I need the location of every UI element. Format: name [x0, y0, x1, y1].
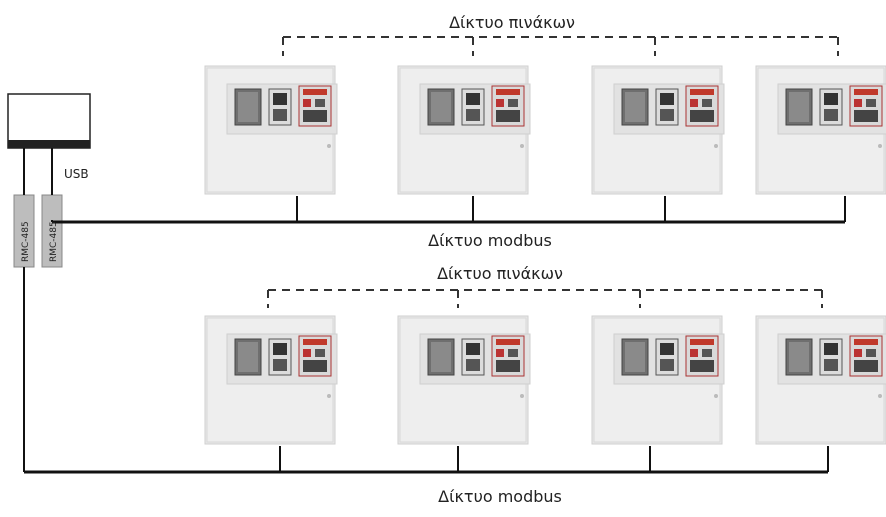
control-panel-top-3: [591, 65, 725, 195]
control-panel-top-4: [755, 65, 886, 195]
control-panel-top-2: [397, 65, 531, 195]
label-panel-network-top: Δίκτυο πινάκων: [449, 13, 575, 32]
panel-network-bottom-dashed: [267, 289, 823, 308]
label-modbus-network-top: Δίκτυο modbus: [428, 231, 552, 250]
panel-network-top-dashed: [282, 36, 839, 56]
label-modbus-network-bottom: Δίκτυο modbus: [438, 487, 562, 506]
label-usb: USB: [64, 167, 89, 181]
modbus-bus-bottom: [24, 446, 829, 474]
control-panel-bottom-1: [204, 315, 338, 445]
control-panel-bottom-2: [397, 315, 531, 445]
label-converter-left: RMC-485: [21, 221, 31, 262]
label-panel-network-bottom: Δίκτυο πινάκων: [437, 264, 563, 283]
control-panel-top-1: [204, 65, 338, 195]
computer-monitor: [7, 93, 91, 149]
modbus-bus-top: [52, 196, 846, 224]
control-panel-bottom-4: [755, 315, 886, 445]
control-panel-bottom-3: [591, 315, 725, 445]
label-converter-right: RMC-485: [49, 221, 59, 262]
